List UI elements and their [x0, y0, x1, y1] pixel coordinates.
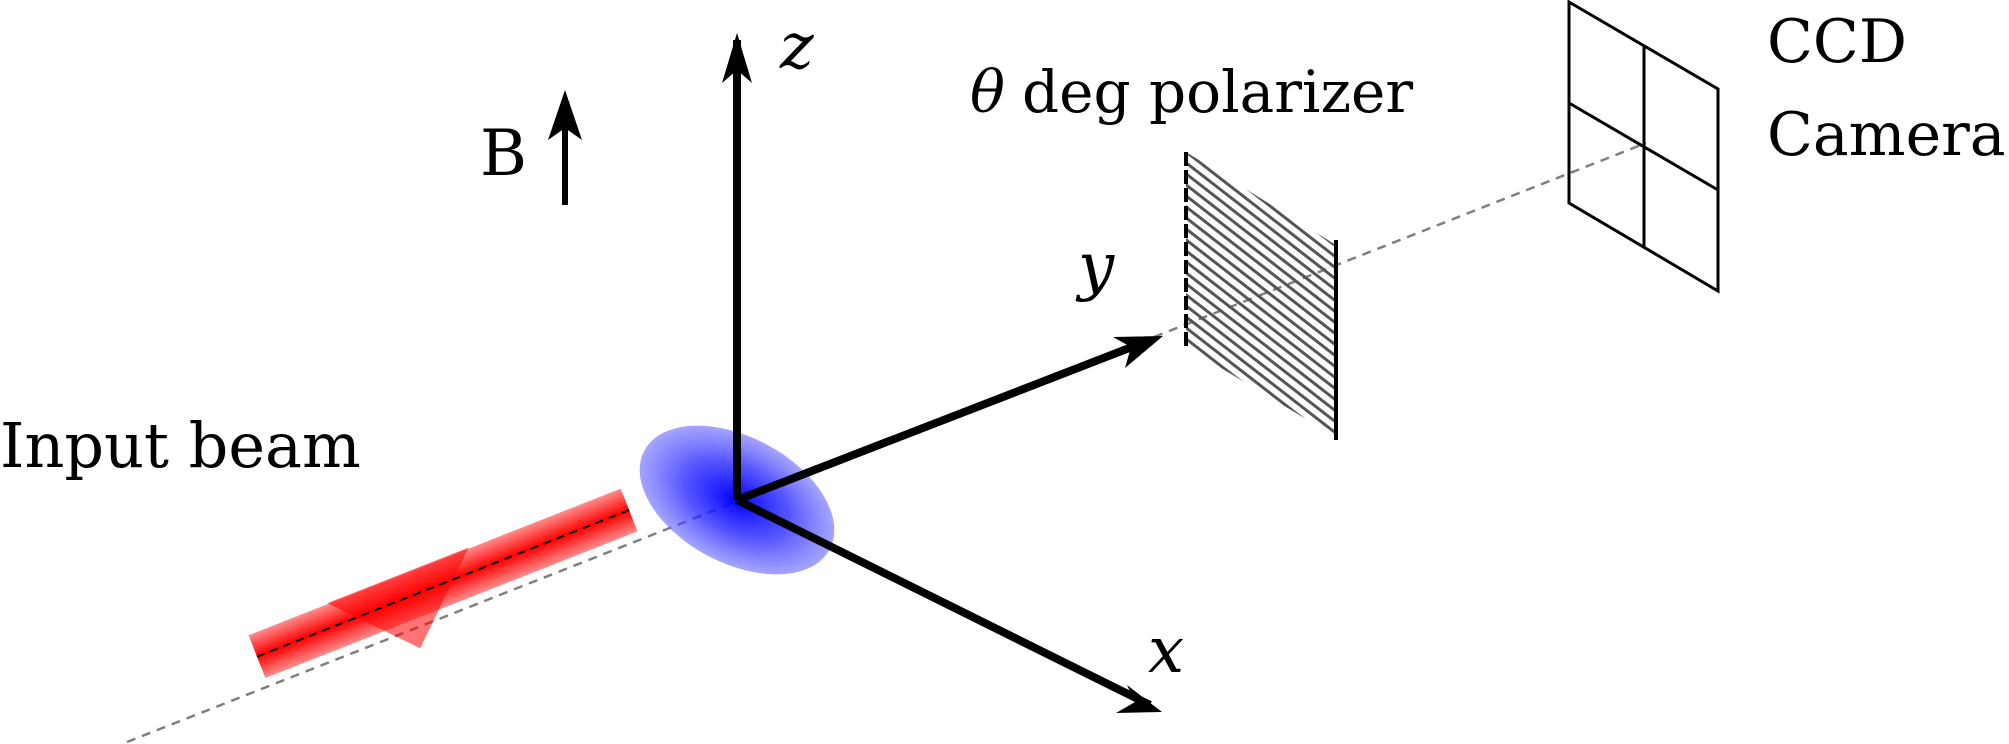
- polarizer-hatch-line: [1186, 252, 1336, 388]
- polarizer-hatch-line: [1186, 351, 1336, 437]
- polarizer-hatch-line: [1186, 329, 1336, 437]
- polarizer: [1176, 152, 1346, 727]
- polarizer-hatch-line: [1186, 152, 1336, 278]
- y-axis-arrow: [735, 336, 1152, 504]
- polarizer-hatch-line: [1186, 417, 1336, 437]
- polarizer-hatch-line: [1186, 318, 1336, 437]
- polarizer-hatch-line: [1186, 230, 1336, 366]
- polarizer-hatch-line: [1186, 208, 1336, 344]
- polarizer-hatch-line: [1176, 485, 1346, 617]
- polarizer-hatch-line: [1186, 186, 1336, 322]
- polarizer-hatch-line: [1186, 152, 1336, 245]
- polarizer-hatch-line: [1176, 595, 1346, 727]
- polarizer-hatch-line: [1186, 296, 1336, 432]
- x-axis-arrow: [735, 496, 1152, 709]
- b-field-arrowhead: [548, 90, 582, 140]
- polarizer-hatch-line: [1176, 540, 1346, 672]
- polarizer-hatch-line: [1186, 362, 1336, 437]
- polarizer-hatch-line: [1186, 285, 1336, 421]
- polarizer-hatch-line: [1186, 428, 1336, 437]
- polarizer-hatch-line: [1186, 175, 1336, 311]
- polarizer-hatch-line: [1186, 395, 1336, 437]
- z-axis-label: z: [779, 10, 815, 84]
- input-beam-label: Input beam: [0, 409, 361, 482]
- polarizer-hatch-line: [1186, 263, 1336, 399]
- polarizer-hatch-line: [1176, 474, 1346, 606]
- y-axis-label: y: [1075, 230, 1115, 304]
- polarizer-hatch-line: [1186, 384, 1336, 437]
- b-field-label: B: [480, 117, 527, 191]
- ccd-label: CCD: [1767, 7, 1907, 77]
- y-axis-arrowhead: [1113, 336, 1163, 368]
- coordinate-axes: [722, 33, 1163, 713]
- input-beam: [248, 488, 638, 679]
- x-axis-label: x: [1148, 614, 1184, 688]
- polarizer-hatch-line: [1186, 274, 1336, 410]
- polarizer-hatch-line: [1186, 152, 1336, 256]
- x-axis-arrowhead: [1116, 685, 1162, 713]
- polarizer-hatch-line: [1186, 307, 1336, 437]
- polarizer-hatch-line: [1176, 551, 1346, 683]
- polarizer-hatch-line: [1186, 219, 1336, 355]
- polarizer-hatch-line: [1176, 452, 1346, 584]
- polarizer-hatch-line: [1186, 241, 1336, 377]
- polarizer-hatch-line: [1186, 197, 1336, 333]
- polarizer-hatch-line: [1186, 340, 1336, 437]
- polarizer-hatch-line: [1176, 463, 1346, 595]
- polarizer-hatch-line: [1176, 496, 1346, 628]
- camera-label: Camera: [1767, 100, 2006, 170]
- polarizer-hatch-line: [1186, 152, 1336, 267]
- ccd-camera-grid: [1567, 0, 1720, 294]
- z-axis-arrowhead: [722, 33, 752, 83]
- polarizer-hatch-line: [1186, 373, 1336, 437]
- polarizer-hatch-line: [1176, 584, 1346, 716]
- polarizer-hatch-line: [1176, 562, 1346, 694]
- polarizer-angle-symbol: θ: [970, 58, 1005, 126]
- polarizer-hatch-line: [1176, 441, 1346, 573]
- polarizer-hatch-line: [1176, 518, 1346, 650]
- polarizer-hatch-line: [1186, 164, 1336, 300]
- polarizer-hatch-line: [1176, 507, 1346, 639]
- polarizer-hatch-line: [1186, 153, 1336, 289]
- beam-direction-arrow: [327, 547, 469, 649]
- polarizer-hatch-line: [1186, 406, 1336, 437]
- polarizer-hatch-line: [1176, 529, 1346, 661]
- polarizer-label: deg polarizer: [1022, 58, 1413, 126]
- polarizer-hatch-line: [1176, 573, 1346, 705]
